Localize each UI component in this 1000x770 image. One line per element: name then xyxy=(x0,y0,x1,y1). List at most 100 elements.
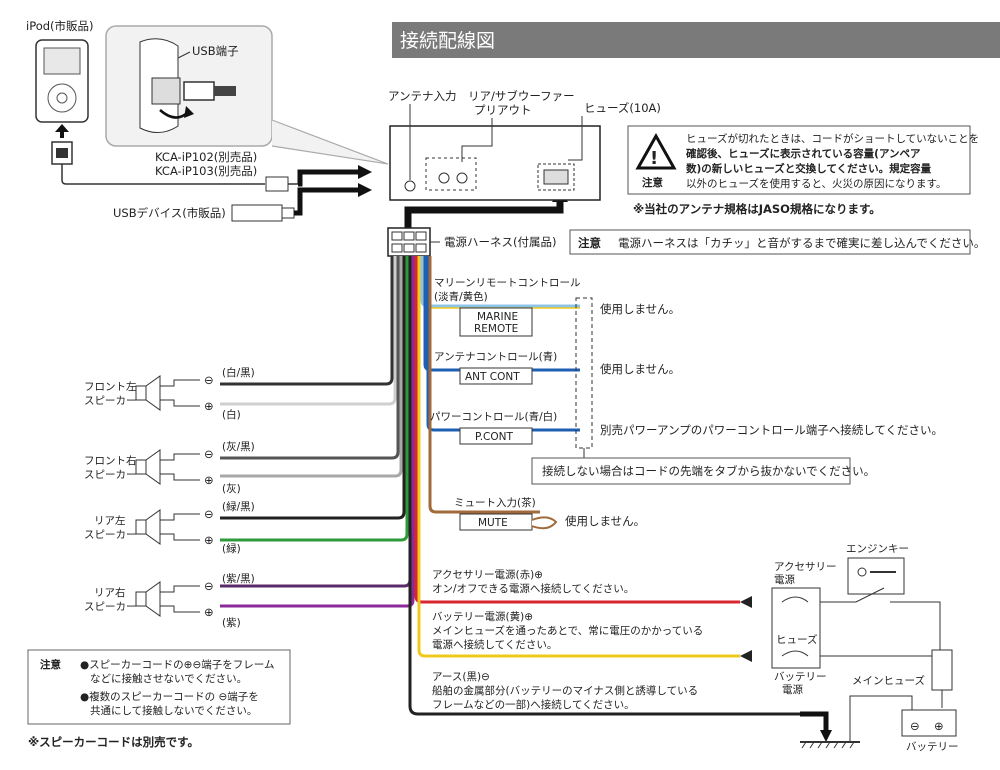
minus-terminal: ⊖ xyxy=(204,507,214,521)
speaker-cable-note: ※スピーカーコードは別売です。 xyxy=(28,735,199,749)
rear-preout-label-1: リア/サブウーファー xyxy=(468,89,575,103)
speaker-pos-color: (紫) xyxy=(222,617,241,629)
speaker-icon xyxy=(145,375,161,411)
page-title: 接続配線図 xyxy=(400,30,495,52)
plus-terminal: ⊕ xyxy=(204,605,214,619)
acc-source-1: アクセサリー xyxy=(774,561,836,573)
speaker-rear-right: リア右 スピーカー ⊖ ⊕ (紫/黒) (紫) xyxy=(84,573,255,629)
speaker-icon xyxy=(145,449,161,485)
battery-plus: ⊕ xyxy=(934,719,944,733)
minus-terminal: ⊖ xyxy=(204,579,214,593)
power-labels: アクセサリー電源(赤)⊕ オン/オフできる電源へ接続してください。 バッテリー電… xyxy=(432,568,703,711)
minus-terminal: ⊖ xyxy=(204,447,214,461)
acc-source-2: 電源 xyxy=(774,573,795,586)
usb-terminal-label: USB端子 xyxy=(192,44,239,58)
speaker-front-left: フロント左 スピーカー ⊖ ⊕ (白/黒) (白) xyxy=(84,366,255,421)
battery-icon xyxy=(901,709,957,737)
marine-remote-group: マリーンリモートコントロール (淡青/黄色) MARINE REMOTE 使用し… xyxy=(434,277,680,337)
plus-terminal: ⊕ xyxy=(204,473,214,487)
mute-group: ミュート入力(茶) MUTE 使用しません。 xyxy=(454,496,645,531)
mute-title: ミュート入力(茶) xyxy=(454,496,536,509)
engine-key-label: エンジンキー xyxy=(846,543,909,555)
caution-label: 注意 xyxy=(642,176,663,189)
speaker-pos-color: (緑) xyxy=(222,542,241,555)
fuse-label-right: ヒューズ xyxy=(776,633,817,646)
ant-title: アンテナコントロール(青) xyxy=(434,350,557,363)
rca-jack-icon xyxy=(438,172,450,184)
ant-unused: 使用しません。 xyxy=(600,362,680,376)
harness-connector: 電源ハーネス(付属品) xyxy=(387,227,556,257)
antenna-note: ※当社のアンテナ規格はJASO規格になります。 xyxy=(633,202,881,216)
plus-terminal: ⊕ xyxy=(204,533,214,547)
harness-note-text: 電源ハーネスは「カチッ」と音がするまで確実に差し込んでください。 xyxy=(618,236,985,250)
key-icon xyxy=(847,557,905,595)
gnd-label-1: アース(黒)⊖ xyxy=(432,671,490,683)
power-source-panel: アクセサリー 電源 エンジンキー ヒューズ バッテリー 電源 メインヒューズ ⊖… xyxy=(771,543,959,753)
gnd-label-3: フレームなどの一部)へ接続してください。 xyxy=(432,698,635,711)
note-line-4: 共通にして接触しないでください。 xyxy=(90,704,257,717)
power-arrows xyxy=(740,596,832,742)
bat-label-3: 電源へ接続してください。 xyxy=(432,638,557,651)
rear-preout-label-2: プリアウト xyxy=(474,103,532,117)
usb-terminal-inset: USB端子 xyxy=(105,25,389,165)
battery-label: バッテリー xyxy=(906,741,959,753)
minus-terminal: ⊖ xyxy=(204,373,214,387)
unconnected-note: 接続しない場合はコードの先端をタブから抜かないでください。 xyxy=(531,457,875,485)
caution-line-2: 確認後、ヒューズに表示されている容量(アンペア xyxy=(686,147,921,160)
main-fuse-icon xyxy=(931,649,953,691)
speaker-name-2: スピーカー xyxy=(84,395,137,407)
antenna-jack-icon xyxy=(404,180,416,192)
marine-unused: 使用しません。 xyxy=(600,302,680,316)
head-unit: アンテナ入力 リア/サブウーファー プリアウト ヒューズ(10A) xyxy=(388,89,661,201)
speaker-caution-note: 注意 ●スピーカーコードの⊕⊖端子をフレーム などに接触させないでください。 ●… xyxy=(27,649,291,725)
note-line-3: ●複数のスピーカーコードの ⊖端子を xyxy=(80,690,259,703)
speaker-name-1: リア右 xyxy=(94,586,126,599)
note-line-2: などに接触させないでください。 xyxy=(90,672,247,685)
speaker-name-2: スピーカー xyxy=(84,601,137,613)
note-label: 注意 xyxy=(40,658,61,671)
header-bar: 接続配線図 xyxy=(392,22,1000,58)
ant-box: ANT CONT xyxy=(465,371,520,383)
bat-label-2: メインヒューズを通ったあとで、常に電圧のかかっている xyxy=(432,624,703,637)
tab-bracket xyxy=(575,297,593,449)
speaker-icon xyxy=(145,509,161,545)
mute-box: MUTE xyxy=(478,517,508,529)
warning-icon xyxy=(635,132,677,170)
main-fuse-label: メインヒューズ xyxy=(852,674,925,687)
kca-ip103-label: KCA-iP103(別売品) xyxy=(155,164,257,178)
usb-plug-icon xyxy=(265,176,289,192)
pcont-box: P.CONT xyxy=(475,431,513,443)
speaker-rear-left: リア左 スピーカー ⊖ ⊕ (緑/黒) (緑) xyxy=(84,500,255,555)
speaker-pos-color: (白) xyxy=(222,408,241,421)
fuse-icon xyxy=(781,596,809,603)
usb-device-icon xyxy=(231,204,283,222)
speaker-neg-color: (緑/黒) xyxy=(222,500,255,513)
speaker-name-1: リア左 xyxy=(94,514,126,527)
mute-unused: 使用しません。 xyxy=(565,514,645,528)
plus-terminal: ⊕ xyxy=(204,399,214,413)
speaker-name-2: スピーカー xyxy=(84,469,137,481)
speaker-name-1: フロント右 xyxy=(84,454,137,467)
pcont-note: 別売パワーアンプのパワーコントロール端子へ接続してください。 xyxy=(600,423,943,437)
marine-title-1: マリーンリモートコントロール xyxy=(434,277,580,289)
svg-text:!: ! xyxy=(650,148,658,169)
marine-box-1: MARINE xyxy=(477,311,518,323)
fuse-icon xyxy=(781,650,809,657)
gnd-label-2: 船舶の金属部分(バッテリーのマイナス側と誘導している xyxy=(432,684,698,697)
speaker-name-1: フロント左 xyxy=(84,380,137,393)
ipod-label: iPod(市販品) xyxy=(26,19,94,33)
usb-device-label: USBデバイス(市販品) xyxy=(113,206,226,220)
kca-ip102-label: KCA-iP102(別売品) xyxy=(155,150,257,164)
pcont-group: パワーコントロール(青/白) P.CONT 別売パワーアンプのパワーコントロール… xyxy=(430,410,943,445)
cable-labels: KCA-iP102(別売品) KCA-iP103(別売品) USBデバイス(市販… xyxy=(113,150,298,222)
ant-cont-group: アンテナコントロール(青) ANT CONT 使用しません。 xyxy=(434,350,680,385)
marine-title-2: (淡青/黄色) xyxy=(434,290,488,303)
fuse-caution-box: ! 注意 ヒューズが切れたときは、コードがショートしていないことを 確認後、ヒュ… xyxy=(627,125,979,195)
speaker-neg-color: (灰/黒) xyxy=(222,440,255,453)
ipod-illustration: iPod(市販品) xyxy=(26,19,265,185)
fuse-label: ヒューズ(10A) xyxy=(584,101,661,115)
bat-source-2: 電源 xyxy=(782,683,803,696)
bat-label-1: バッテリー電源(黄)⊕ xyxy=(432,610,533,623)
bat-source-1: バッテリー xyxy=(774,671,827,683)
